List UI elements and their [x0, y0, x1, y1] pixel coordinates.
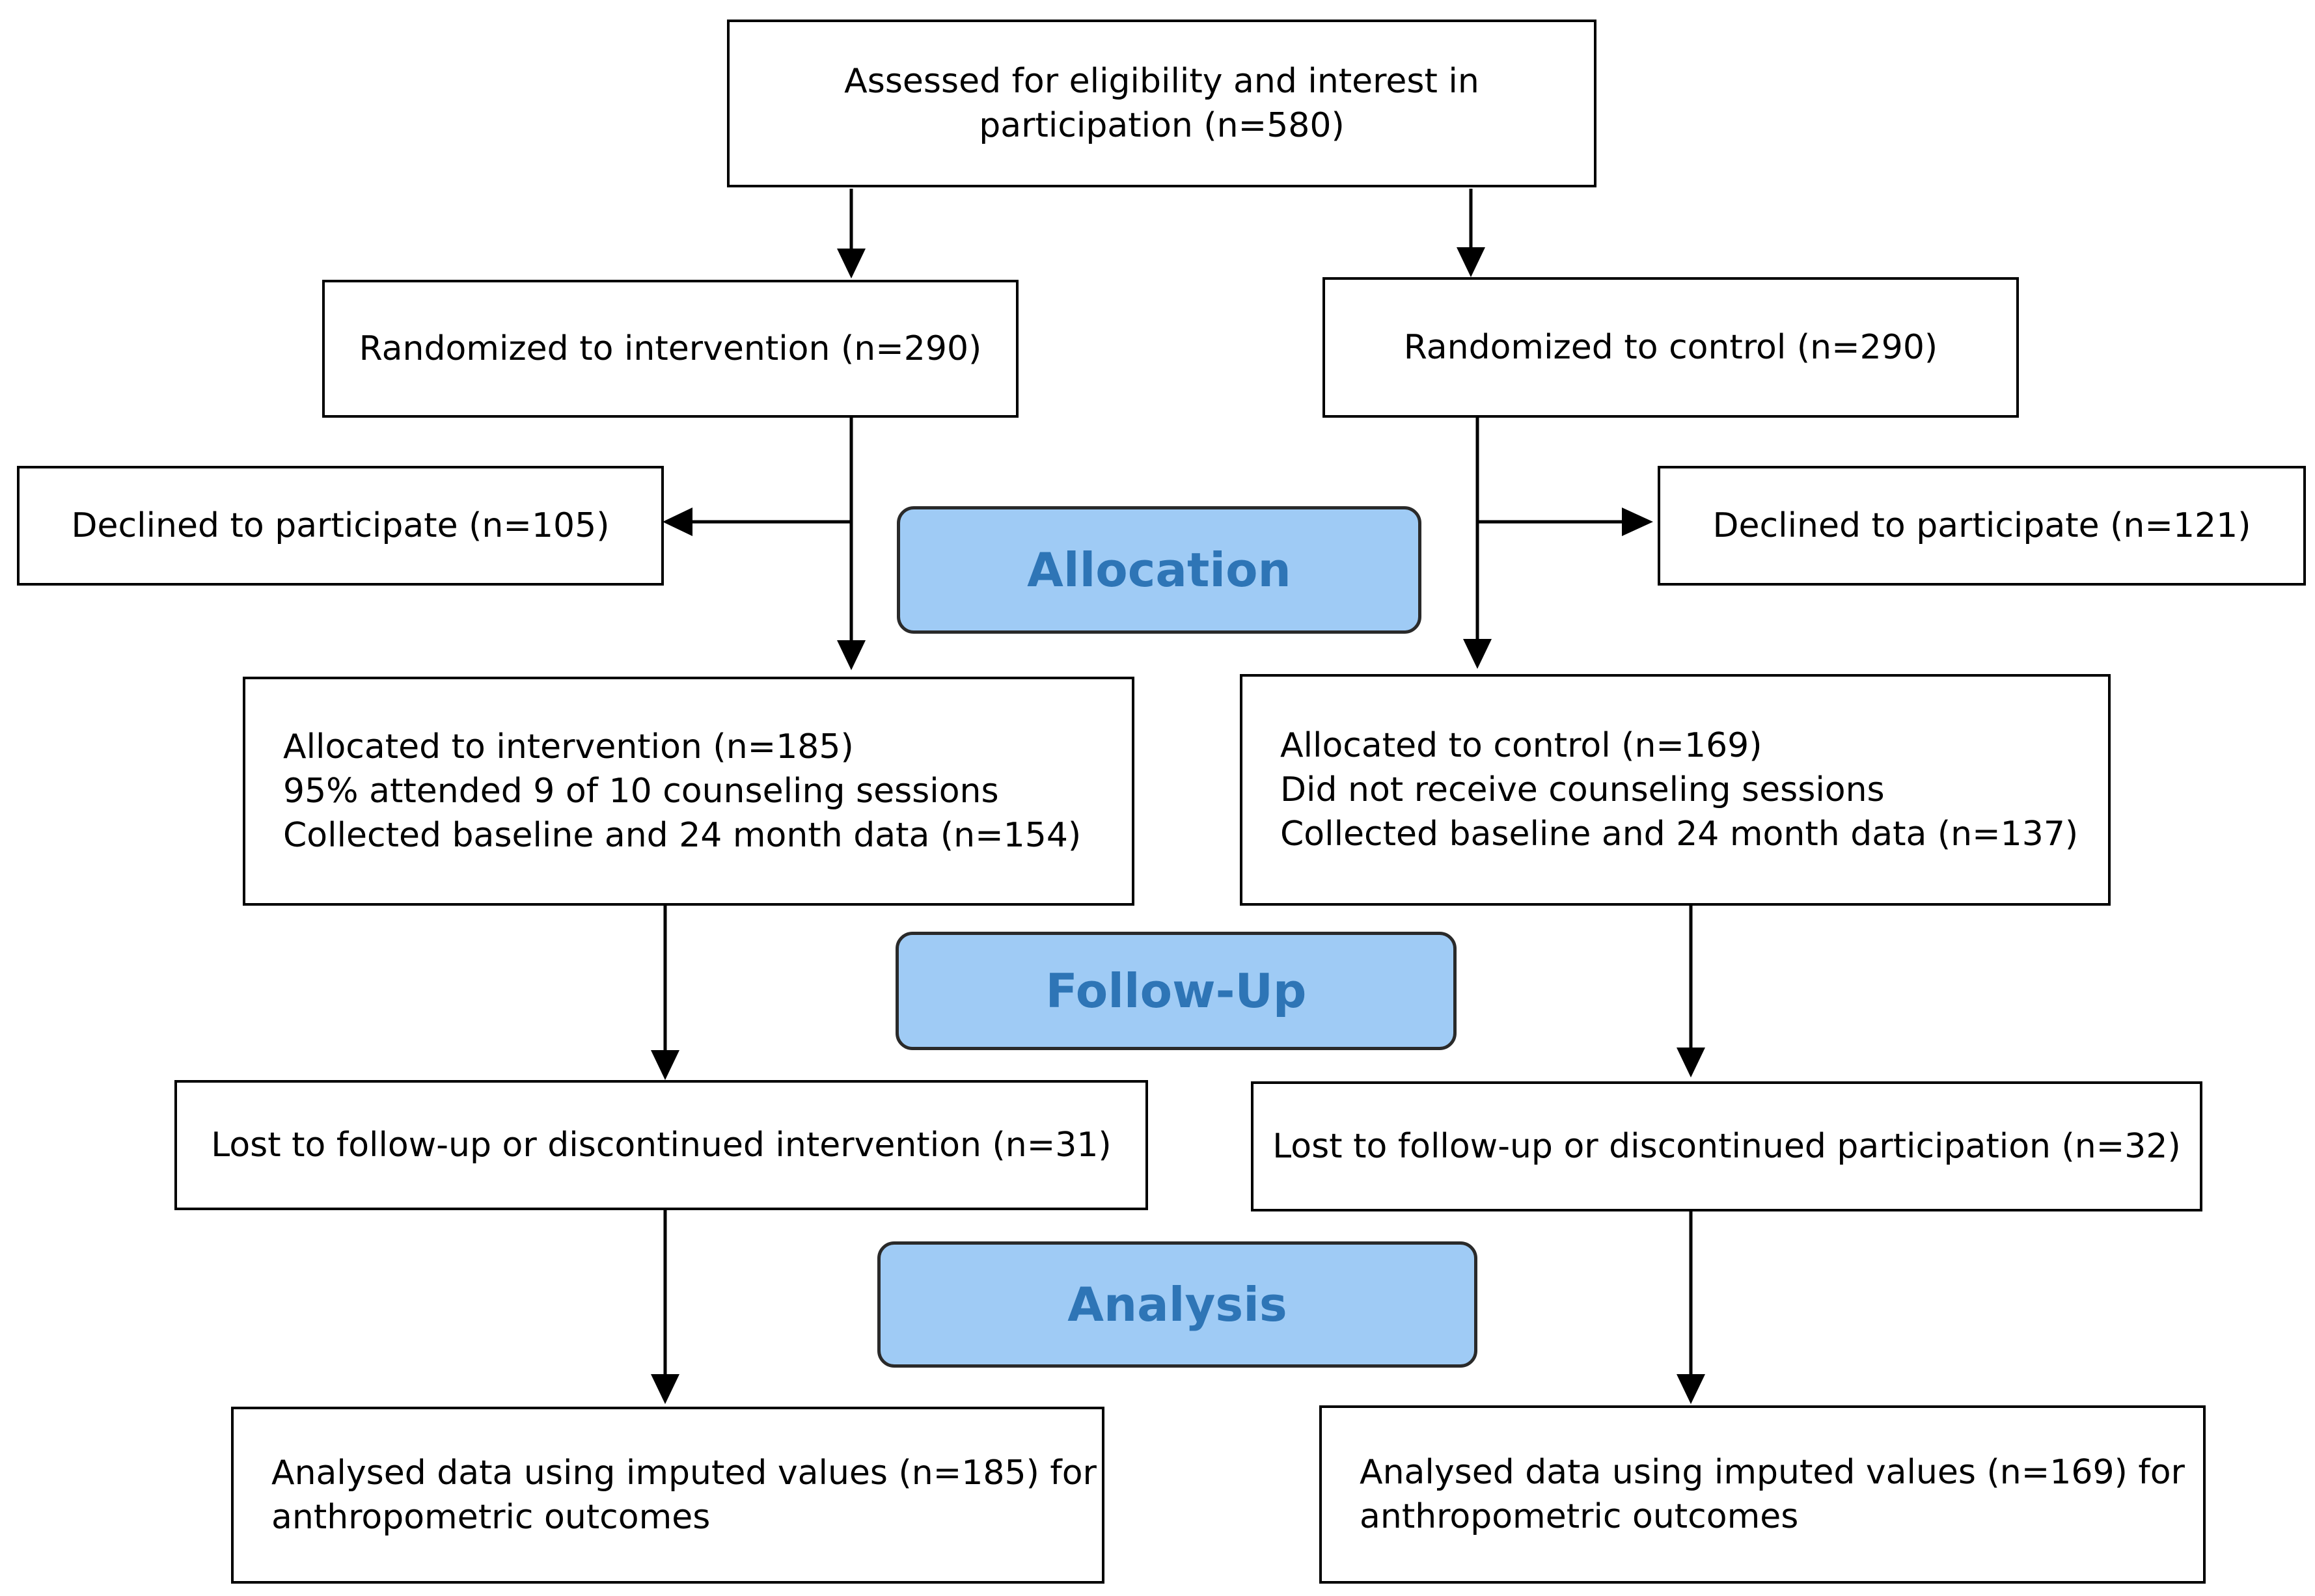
arrowhead	[837, 640, 866, 670]
follow-up-stage-label: Follow-Up	[896, 932, 1457, 1050]
assessed-line-1: Assessed for eligibility and interest in	[844, 62, 1479, 101]
arrowhead	[1463, 639, 1492, 669]
randomized-intervention-box: Randomized to intervention (n=290)	[322, 280, 1019, 418]
lost-intervention-box: Lost to follow-up or discontinued interv…	[174, 1080, 1148, 1210]
analysed-intervention-line-2: anthropometric outcomes	[271, 1498, 711, 1537]
analysed-control-line-2: anthropometric outcomes	[1360, 1497, 1799, 1536]
assessed-box: Assessed for eligibility and interest in…	[727, 20, 1596, 187]
allocated-intervention-line-2: 95% attended 9 of 10 counseling sessions	[283, 772, 999, 811]
analysed-control-line-1: Analysed data using imputed values (n=16…	[1360, 1453, 2185, 1492]
arrowhead	[651, 1374, 679, 1404]
lost-control-text: Lost to follow-up or discontinued partic…	[1272, 1127, 2181, 1166]
arrowhead	[1622, 507, 1653, 536]
arrowhead	[651, 1050, 679, 1080]
allocated-control-box: Allocated to control (n=169) Did not rec…	[1240, 674, 2111, 906]
lost-intervention-text: Lost to follow-up or discontinued interv…	[211, 1126, 1112, 1165]
allocation-stage-label: Allocation	[897, 506, 1421, 634]
analysed-control-box: Analysed data using imputed values (n=16…	[1319, 1405, 2206, 1584]
allocated-intervention-box: Allocated to intervention (n=185) 95% at…	[243, 677, 1134, 906]
declined-intervention-text: Declined to participate (n=105)	[71, 506, 610, 545]
arrowhead	[1677, 1374, 1705, 1404]
assessed-line-2: participation (n=580)	[979, 106, 1345, 145]
follow-up-stage-text: Follow-Up	[1045, 964, 1307, 1018]
analysed-intervention-line-1: Analysed data using imputed values (n=18…	[271, 1454, 1097, 1493]
allocation-stage-text: Allocation	[1027, 543, 1291, 597]
declined-control-box: Declined to participate (n=121)	[1658, 466, 2306, 586]
allocated-intervention-line-1: Allocated to intervention (n=185)	[283, 727, 854, 766]
arrowhead	[1677, 1048, 1705, 1077]
allocated-intervention-line-3: Collected baseline and 24 month data (n=…	[283, 816, 1082, 855]
analysed-intervention-box: Analysed data using imputed values (n=18…	[231, 1407, 1104, 1584]
arrowhead	[837, 249, 866, 278]
allocated-control-line-3: Collected baseline and 24 month data (n=…	[1280, 815, 2079, 854]
allocated-control-line-2: Did not receive counseling sessions	[1280, 770, 1885, 809]
arrowhead	[1457, 247, 1485, 277]
analysis-stage-label: Analysis	[877, 1241, 1477, 1368]
randomized-control-box: Randomized to control (n=290)	[1322, 277, 2019, 418]
declined-control-text: Declined to participate (n=121)	[1712, 506, 2251, 545]
declined-intervention-box: Declined to participate (n=105)	[17, 466, 664, 586]
allocated-control-line-1: Allocated to control (n=169)	[1280, 726, 1762, 765]
randomized-control-text: Randomized to control (n=290)	[1403, 328, 1938, 367]
lost-control-box: Lost to follow-up or discontinued partic…	[1251, 1081, 2202, 1211]
analysis-stage-text: Analysis	[1067, 1277, 1287, 1332]
arrowhead	[663, 507, 692, 536]
randomized-intervention-text: Randomized to intervention (n=290)	[359, 329, 982, 368]
